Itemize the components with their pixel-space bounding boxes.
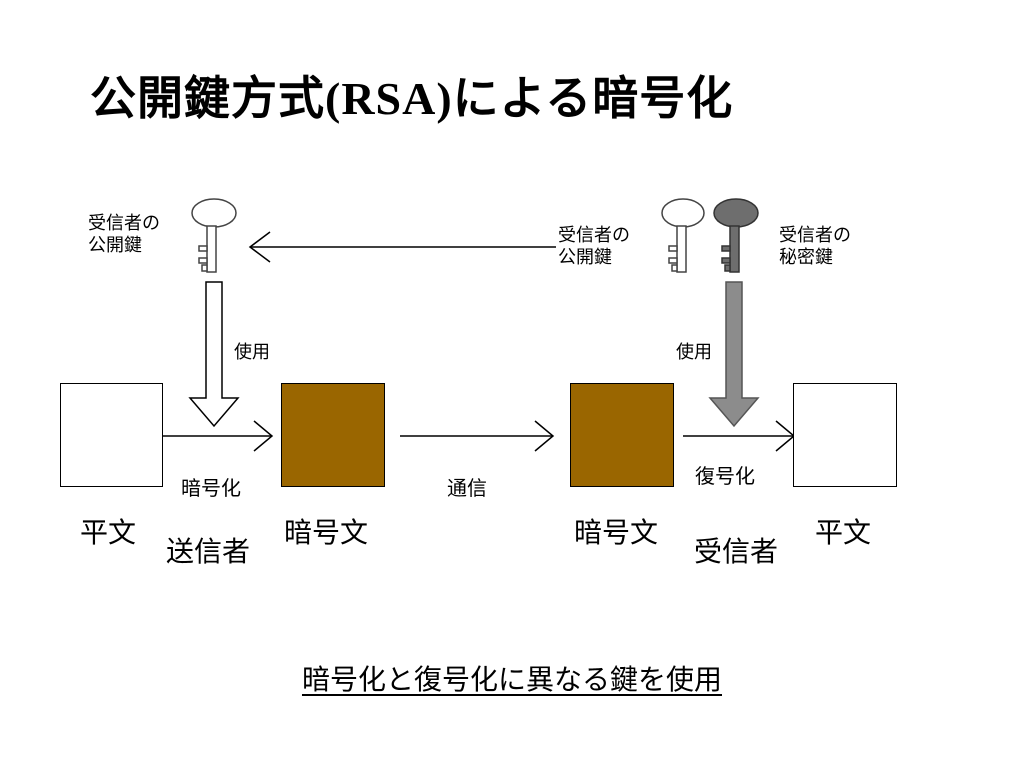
plaintext-label-receiver: 平文 (815, 516, 872, 549)
ciphertext-box-sender (281, 383, 385, 487)
use-label-right: 使用 (676, 342, 712, 363)
public-key-icon (191, 198, 237, 273)
decrypt-arrow (683, 420, 796, 452)
receiver-label: 受信者 (694, 535, 779, 568)
title-main: 公開鍵方式 (90, 71, 325, 125)
plaintext-label-sender: 平文 (80, 516, 137, 549)
private-key-icon (713, 198, 759, 273)
communication-label: 通信 (447, 476, 487, 500)
communication-arrow (400, 420, 555, 452)
ciphertext-label-receiver: 暗号文 (574, 516, 659, 549)
public-key-icon (661, 198, 705, 273)
plaintext-box-receiver (793, 383, 897, 487)
use-public-key-arrow (188, 281, 240, 428)
right-key-label: 受信者の 秘密鍵 (779, 225, 851, 268)
encrypt-label: 暗号化 (181, 476, 241, 500)
use-private-key-arrow (708, 281, 760, 428)
title-rsa: (RSA) (325, 73, 453, 124)
page-title: 公開鍵方式(RSA)による暗号化 (90, 62, 733, 128)
ciphertext-box-receiver (570, 383, 674, 487)
use-label-left: 使用 (234, 342, 270, 363)
decrypt-label: 復号化 (695, 464, 755, 488)
encrypt-arrow (162, 420, 274, 452)
ciphertext-label-sender: 暗号文 (284, 516, 369, 549)
title-rest: による暗号化 (452, 71, 734, 125)
caption: 暗号化と復号化に異なる鍵を使用 (301, 663, 722, 696)
plaintext-box-sender (60, 383, 163, 487)
left-key-label: 受信者の 公開鍵 (88, 213, 160, 256)
key-transfer-arrow (248, 231, 556, 263)
sender-label: 送信者 (166, 535, 251, 568)
middle-key-label: 受信者の 公開鍵 (558, 225, 630, 268)
